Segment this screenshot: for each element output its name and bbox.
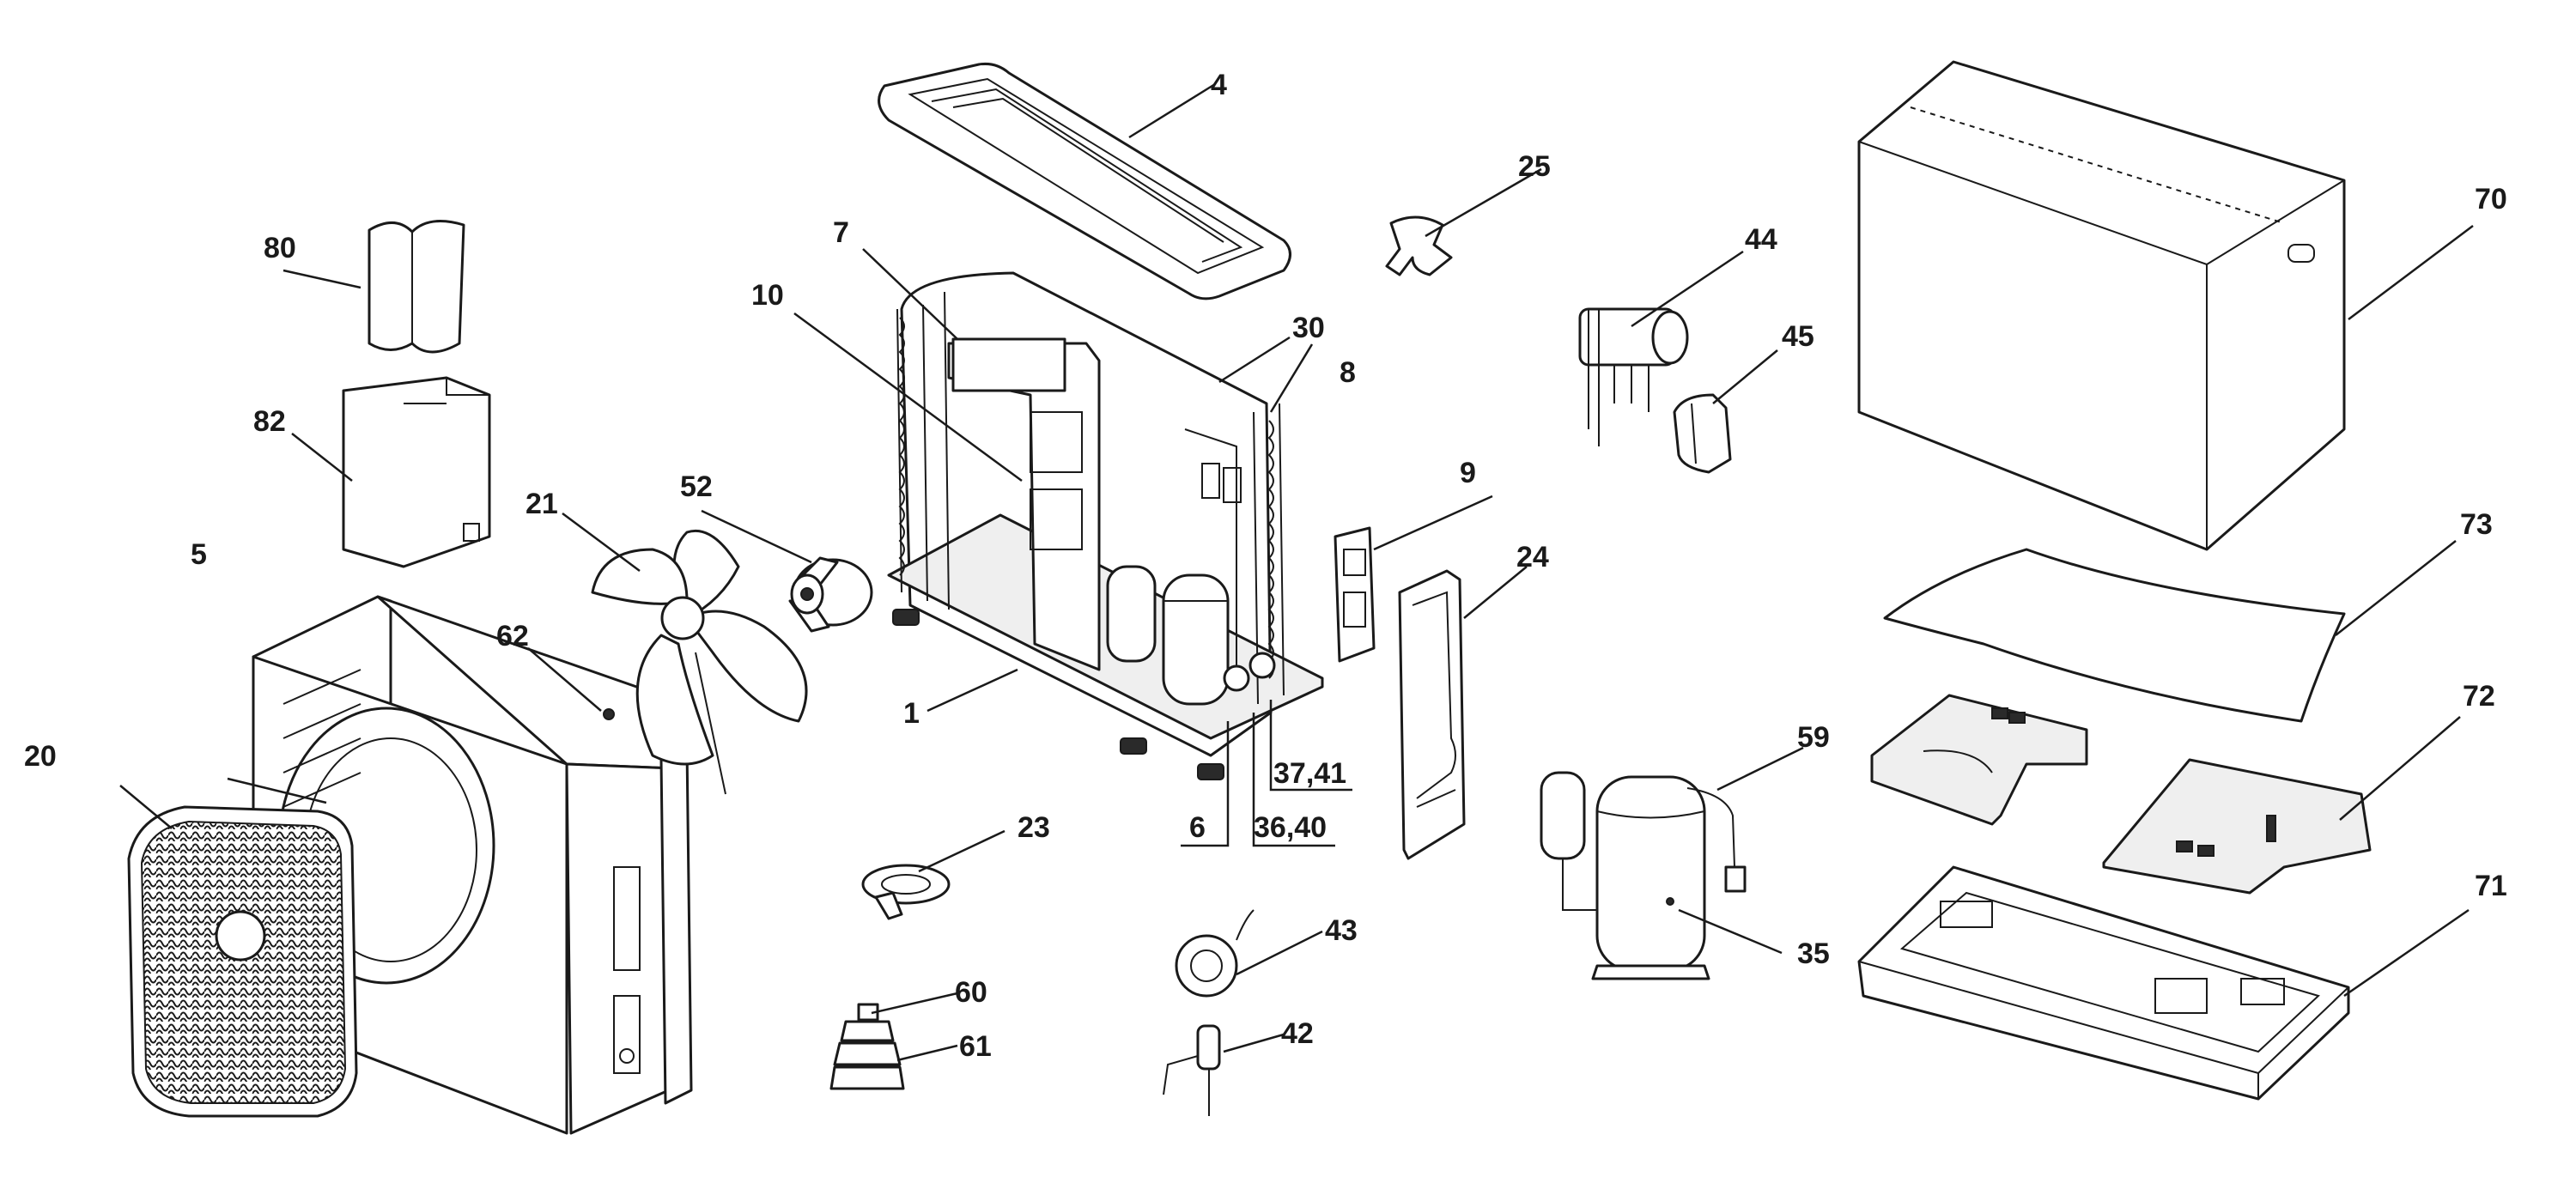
callout-1: 1 [903, 697, 920, 730]
callout-42: 42 [1281, 1017, 1314, 1050]
fan-motor-part [788, 556, 873, 633]
callout-45: 45 [1782, 320, 1814, 353]
terminal-board-part [1334, 526, 1376, 663]
fan-grille-part [127, 805, 358, 1118]
callout-8: 8 [1340, 356, 1356, 389]
compressor-part [1540, 771, 1710, 980]
expansion-coil-part [1175, 909, 1255, 998]
callout-23: 23 [1018, 811, 1050, 844]
callout-43: 43 [1325, 914, 1358, 947]
callout-labels: 1 4 5 6 7 8 9 10 20 21 23 24 25 30 35 36… [24, 69, 2507, 1063]
callout-62: 62 [496, 620, 529, 652]
callout-9: 9 [1460, 457, 1476, 489]
damper-part [829, 1003, 905, 1090]
plastic-bag-part [1883, 548, 2346, 723]
callout-10: 10 [751, 279, 784, 312]
front-panel-part [252, 595, 693, 1135]
valve-coil-part [1673, 393, 1732, 474]
expansion-valve-part [1163, 1024, 1221, 1116]
fan-blade-part [591, 529, 808, 795]
callout-24: 24 [1516, 541, 1549, 573]
callout-82: 82 [253, 405, 286, 438]
callout-52: 52 [680, 470, 713, 503]
leader-lines [119, 82, 2474, 1062]
callout-44: 44 [1745, 223, 1777, 256]
callout-73: 73 [2460, 508, 2493, 541]
side-panel-part [1398, 569, 1466, 860]
nut-part [603, 708, 615, 720]
callout-25: 25 [1518, 150, 1551, 183]
callout-4: 4 [1211, 69, 1227, 101]
callout-61: 61 [959, 1030, 992, 1063]
callout-36-40: 36,40 [1254, 811, 1327, 844]
chassis-part [887, 271, 1324, 780]
top-cover-part [878, 63, 1291, 300]
foam-packing-part [1870, 694, 2372, 895]
callout-80: 80 [264, 232, 296, 264]
callout-72: 72 [2463, 680, 2495, 713]
callout-71: 71 [2475, 870, 2507, 902]
drain-connector-part [861, 864, 951, 920]
callout-21: 21 [526, 488, 558, 520]
callout-35: 35 [1797, 937, 1830, 970]
compressor-jacket-part [342, 376, 491, 568]
insulation-sleeve-part [368, 220, 465, 354]
callout-60: 60 [955, 976, 987, 1009]
carton-tray-part [1857, 865, 2350, 1101]
callout-7: 7 [833, 216, 849, 249]
callout-20: 20 [24, 740, 57, 773]
callout-5: 5 [191, 538, 207, 571]
callout-6: 6 [1189, 811, 1206, 844]
heater-cable-part [1686, 787, 1747, 893]
callout-37-41: 37,41 [1273, 757, 1346, 790]
callout-59: 59 [1797, 721, 1830, 754]
callout-30: 30 [1292, 312, 1325, 344]
callout-70: 70 [2475, 183, 2507, 215]
carton-box-part [1857, 60, 2346, 551]
four-way-valve-part [1578, 307, 1689, 446]
